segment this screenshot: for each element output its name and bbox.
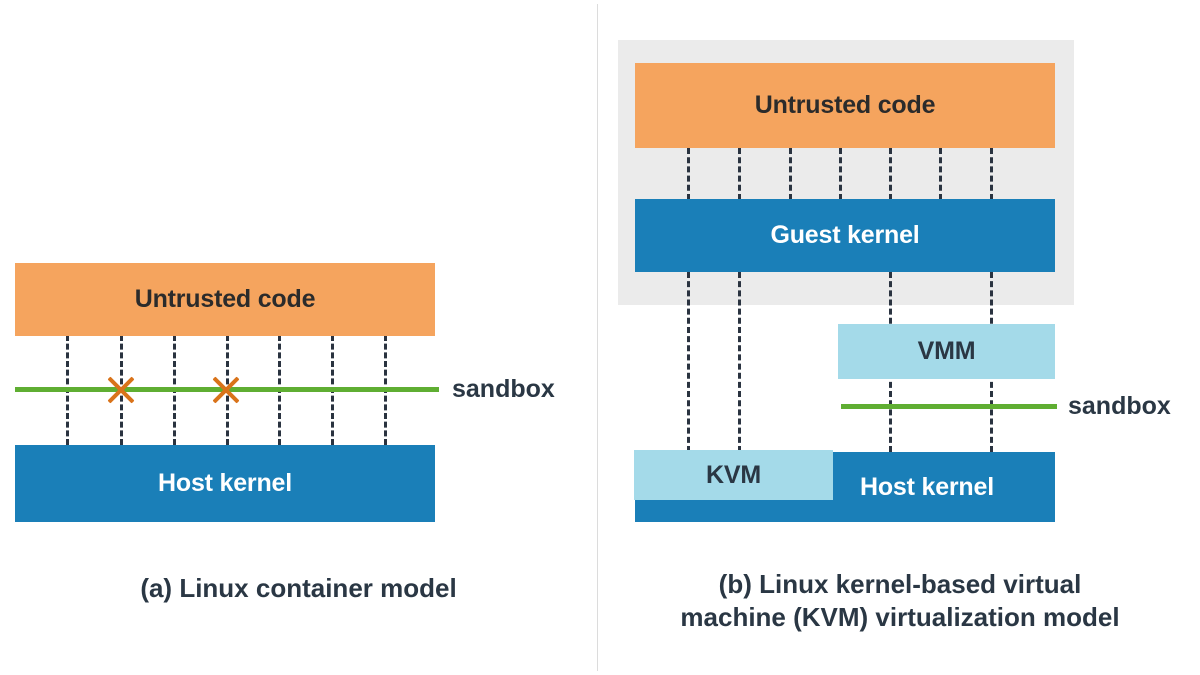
guest-syscall-line-7 <box>990 148 993 200</box>
panel-b-vmm-label: VMM <box>917 337 976 365</box>
guest-syscall-line-6 <box>939 148 942 200</box>
panel-a-untrusted-code-block: Untrusted code <box>15 263 435 336</box>
guest-syscall-line-1 <box>687 148 690 200</box>
panel-b-guest-kernel-block: Guest kernel <box>635 199 1055 272</box>
blocked-syscall-x-icon-1 <box>104 373 138 407</box>
guest-syscall-line-4 <box>839 148 842 200</box>
guest-syscall-line-2 <box>738 148 741 200</box>
guest-syscall-line-5 <box>889 148 892 200</box>
panel-a-caption: (a) Linux container model <box>140 573 457 603</box>
panel-a-untrusted-code-label: Untrusted code <box>134 285 316 313</box>
panel-a-host-kernel-block: Host kernel <box>15 445 435 522</box>
panel-b-kvm-block: KVM <box>634 450 833 500</box>
panel-b-guest-kernel-label: Guest kernel <box>770 221 920 249</box>
panel-b-sandbox-label: sandbox <box>1068 392 1171 420</box>
blocked-syscall-x-icon-2 <box>209 373 243 407</box>
panel-b-untrusted-code-label: Untrusted code <box>754 91 936 119</box>
panel-b-kvm-label: KVM <box>706 460 761 489</box>
panel-a-sandbox-label: sandbox <box>452 375 555 403</box>
panel-b-caption-line-1: (b) Linux kernel-based virtual <box>718 569 1082 599</box>
host-exit-line-2 <box>738 272 741 452</box>
panel-b-caption: (b) Linux kernel-based virtual machine (… <box>600 568 1200 635</box>
host-exit-line-1 <box>687 272 690 452</box>
panel-b-untrusted-code-block: Untrusted code <box>635 63 1055 148</box>
panel-divider <box>597 4 598 671</box>
panel-b-caption-line-2: machine (KVM) virtualization model <box>680 602 1120 633</box>
panel-b-sandbox-line <box>841 404 1057 409</box>
guest-syscall-line-3 <box>789 148 792 200</box>
panel-b-vmm-block: VMM <box>838 324 1055 379</box>
panel-a-host-kernel-label: Host kernel <box>158 469 292 497</box>
panel-b-host-kernel-label: Host kernel <box>860 472 994 501</box>
